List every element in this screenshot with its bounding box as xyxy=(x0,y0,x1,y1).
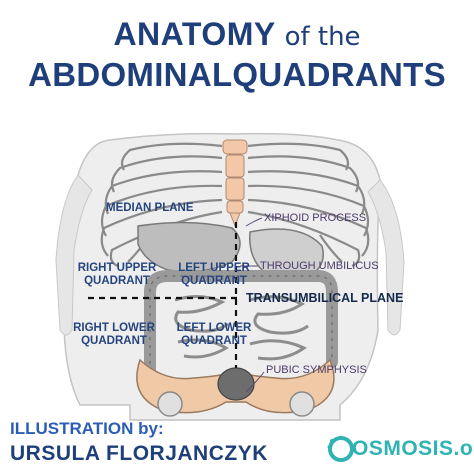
label-right-lower-quadrant: RIGHT LOWER QUADRANT xyxy=(68,322,160,348)
title-of-the: of the xyxy=(284,22,361,52)
osmosis-logo-icon xyxy=(327,436,354,462)
large-intestine xyxy=(144,270,338,378)
annotation-pubic-symphysis: PUBIC SYMPHYSIS xyxy=(266,364,367,376)
label-left-lower-line-1: LEFT LOWER xyxy=(176,322,252,334)
label-right-upper-line-2: QUADRANT xyxy=(84,275,150,287)
label-right-upper-line-1: RIGHT UPPER xyxy=(77,262,157,274)
page-title-line-2: ABDOMINALQUADRANTS xyxy=(28,56,446,93)
xiphoid-leader xyxy=(245,217,263,227)
credit-author: URSULA FLORJANCZYK xyxy=(10,442,268,465)
right-femur-head xyxy=(289,391,315,417)
label-right-lower-line-1: RIGHT LOWER xyxy=(73,322,155,334)
label-left-upper-quadrant: LEFT UPPER QUADRANT xyxy=(174,262,254,288)
small-intestine xyxy=(174,295,309,361)
left-femur-head xyxy=(157,391,183,417)
bladder xyxy=(217,367,255,401)
pubic-leader xyxy=(245,371,265,393)
label-right-lower-line-2: QUADRANT xyxy=(81,335,147,347)
title-anatomy: ANATOMY xyxy=(113,16,276,52)
label-left-lower-quadrant: LEFT LOWER QUADRANT xyxy=(172,322,256,348)
credit-label: ILLUSTRATION by: xyxy=(10,419,164,438)
right-arm xyxy=(367,179,405,336)
liver xyxy=(137,221,241,273)
annotation-through-umbilicus: THROUGH UMBILICUS xyxy=(260,260,379,272)
label-left-upper-line-2: QUADRANT xyxy=(181,275,247,287)
label-left-lower-line-2: QUADRANT xyxy=(181,335,247,347)
label-right-upper-quadrant: RIGHT UPPER QUADRANT xyxy=(76,262,158,288)
sternum xyxy=(222,139,248,228)
osmosis-logo[interactable]: OSMOSIS.org xyxy=(326,432,474,468)
rib-cage xyxy=(100,142,370,268)
page-title-line-1: ANATOMY of the xyxy=(0,16,474,53)
annotation-transumbilical-plane: TRANSUMBILICAL PLANE xyxy=(246,291,404,305)
label-median-plane: MEDIAN PLANE xyxy=(106,202,194,214)
annotation-xiphoid-process: XIPHOID PROCESS xyxy=(264,212,367,224)
left-arm xyxy=(55,174,93,336)
osmosis-logo-text: OSMOSIS.org xyxy=(352,437,474,460)
label-left-upper-line-1: LEFT UPPER xyxy=(178,262,250,274)
